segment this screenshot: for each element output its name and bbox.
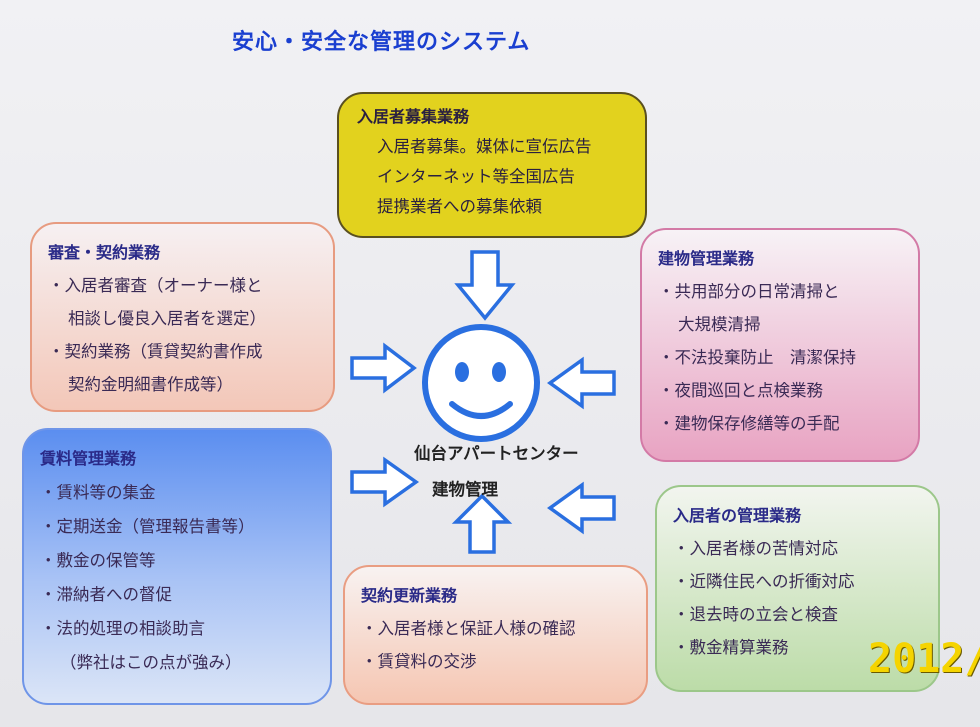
box-item: ・滞納者への督促 [40,585,172,604]
box-heading: 入居者の管理業務 [673,506,802,525]
box-item: ・共用部分の日常清掃と [658,282,840,301]
box-item: ・敷金の保管等 [40,551,156,570]
box-item: ・定期送金（管理報告書等） [40,517,255,536]
box-item: ・敷金精算業務 [673,638,789,657]
smiley-face-icon [422,324,540,442]
arrow-right-icon [350,456,420,508]
box-heading: 契約更新業務 [361,586,458,605]
box-item: ・建物保存修繕等の手配 [658,414,840,433]
box-item: 契約金明細書作成等） [68,375,233,394]
box-item: インターネット等全国広告 [377,167,575,186]
box-item: （弊社はこの点が強み） [60,653,242,672]
box-heading: 入居者募集業務 [357,107,470,126]
box-heading: 審査・契約業務 [48,243,161,262]
tenant-management-box: 入居者の管理業務 ・入居者様の苦情対応 ・近隣住民への折衝対応 ・退去時の立会と… [655,485,940,692]
box-item: ・賃貸料の交渉 [361,652,477,671]
box-item: ・夜間巡回と点検業務 [658,381,823,400]
building-management-box: 建物管理業務 ・共用部分の日常清掃と 大規模清掃 ・不法投棄防止 清潔保持 ・夜… [640,228,920,462]
box-heading: 賃料管理業務 [40,449,137,468]
box-item: ・入居者様の苦情対応 [673,539,838,558]
arrow-right-icon [350,342,417,394]
date-stamp: 2012/ [868,636,980,682]
arrow-left-icon [547,356,616,410]
arrow-down-icon [454,250,516,321]
box-heading: 建物管理業務 [658,249,755,268]
box-item: ・入居者審査（オーナー様と [48,276,263,295]
box-item: 入居者募集。媒体に宣伝広告 [377,137,592,156]
contract-renewal-box: 契約更新業務 ・入居者様と保証人様の確認 ・賃貸料の交渉 [343,565,648,705]
box-item: ・不法投棄防止 清潔保持 [658,348,856,367]
box-item: ・退去時の立会と検査 [673,605,838,624]
box-item: ・賃料等の集金 [40,483,156,502]
screening-contract-box: 審査・契約業務 ・入居者審査（オーナー様と 相談し優良入居者を選定） ・契約業務… [30,222,335,412]
box-item: 大規模清掃 [678,315,761,334]
rent-management-box: 賃料管理業務 ・賃料等の集金 ・定期送金（管理報告書等） ・敷金の保管等 ・滞納… [22,428,332,705]
arrow-left-icon [547,481,616,535]
center-company-name: 仙台アパートセンター [414,444,579,463]
recruitment-box: 入居者募集業務 入居者募集。媒体に宣伝広告 インターネット等全国広告 提携業者へ… [337,92,647,238]
diagram-title: 安心・安全な管理のシステム [232,30,531,55]
box-item: ・法的処理の相談助言 [40,619,205,638]
arrow-up-icon [451,493,513,554]
center-subtitle: 建物管理 [432,480,498,499]
box-item: 提携業者への募集依頼 [377,197,542,216]
box-item: ・契約業務（賃貸契約書作成 [48,342,263,361]
box-item: ・入居者様と保証人様の確認 [361,619,576,638]
box-item: 相談し優良入居者を選定） [68,309,266,328]
box-item: ・近隣住民への折衝対応 [673,572,855,591]
